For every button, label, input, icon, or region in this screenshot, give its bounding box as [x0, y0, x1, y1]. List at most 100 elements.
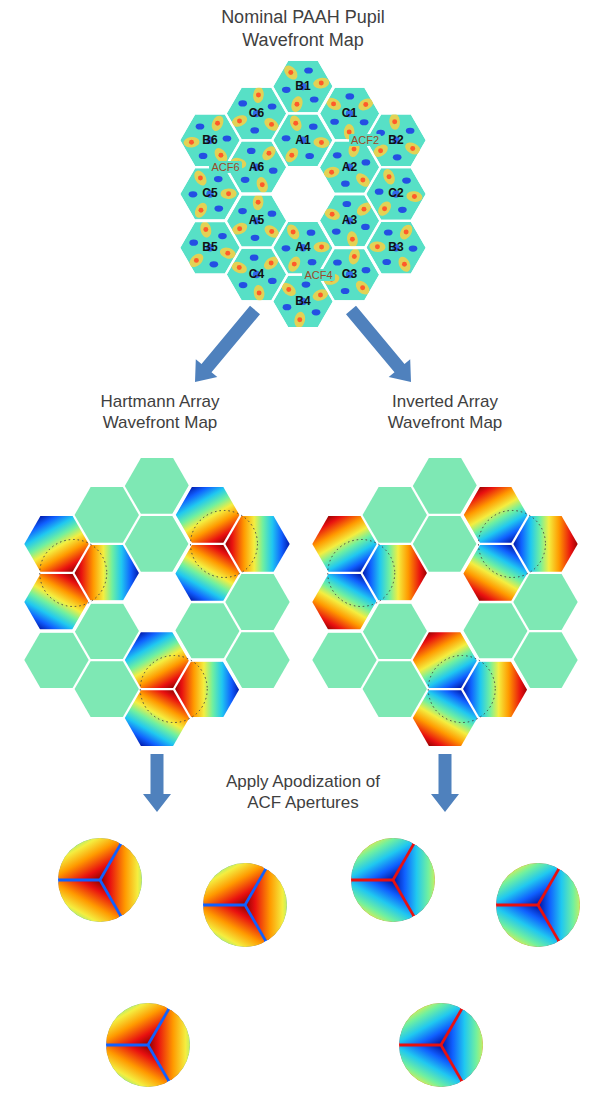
wavefront-peak	[194, 258, 199, 263]
apodized-aperture	[380, 974, 523, 1116]
apodized-aperture	[477, 834, 601, 976]
wavefront-low	[307, 230, 316, 236]
wavefront-high	[192, 201, 209, 220]
wavefront-low	[361, 224, 370, 230]
aperture-segment	[184, 906, 265, 976]
wavefront-peak	[363, 102, 368, 107]
wavefront-low	[250, 255, 259, 261]
wavefront-high	[406, 190, 423, 203]
segment-base	[366, 168, 425, 219]
wavefront-low	[238, 100, 247, 106]
segment-wavefront	[180, 114, 239, 166]
support-strut	[319, 221, 411, 292]
wavefront-low	[239, 282, 248, 288]
wavefront-high	[220, 188, 236, 199]
wavefront-low	[282, 245, 291, 251]
wavefront-high	[230, 221, 249, 237]
wavefront-high	[230, 260, 249, 276]
wavefront-high	[286, 255, 303, 274]
mirror-segment	[513, 516, 577, 572]
wavefront-high	[288, 114, 304, 133]
wavefront-low	[209, 261, 218, 267]
wavefront-high	[230, 113, 249, 129]
wavefront-peak	[361, 207, 366, 212]
mirror-segment	[513, 574, 577, 630]
apodized-aperture	[184, 834, 327, 976]
wavefront-low	[310, 96, 319, 102]
wavefront-low	[282, 87, 291, 93]
wavefront-high	[284, 222, 301, 241]
hartmann-map	[7, 448, 290, 746]
segment-label: B1	[295, 80, 310, 93]
wavefront-peak	[412, 194, 417, 199]
wavefront-low	[332, 228, 341, 234]
wavefront-low	[247, 148, 256, 154]
wavefront-low	[382, 259, 391, 265]
wavefront-low	[268, 103, 277, 109]
wavefront-peak	[318, 293, 323, 298]
support-strut	[164, 194, 272, 238]
mirror-segment	[225, 574, 289, 630]
wavefront-peak	[297, 317, 302, 322]
wavefront-low	[196, 123, 205, 129]
support-strut	[462, 631, 562, 708]
wavefront-peak	[319, 81, 324, 86]
segment-label: A4	[295, 241, 310, 254]
wavefront-high	[346, 230, 359, 248]
mirror-segment	[75, 661, 139, 717]
wavefront-low	[341, 288, 350, 294]
acf-label: ACF6	[209, 161, 241, 173]
wavefront-peak	[226, 191, 231, 196]
support-strut	[7, 602, 123, 650]
wavefront-peak	[266, 151, 271, 156]
flow-arrow	[143, 754, 171, 812]
wavefront-high	[369, 241, 386, 252]
segment-label: B5	[202, 241, 217, 254]
mirror-segment	[363, 661, 427, 717]
inverted-map	[295, 448, 578, 746]
wavefront-peak	[375, 244, 380, 249]
wavefront-high	[253, 284, 266, 301]
flow-arrow	[195, 306, 260, 382]
wavefront-high	[396, 255, 413, 274]
wavefront-low	[214, 206, 223, 212]
mirror-segment	[413, 690, 477, 746]
wavefront-peak	[293, 121, 298, 126]
wavefront-low	[223, 135, 232, 141]
wavefront-low	[199, 153, 208, 159]
segment-wavefront	[366, 167, 425, 219]
wavefront-low	[218, 233, 227, 239]
wavefront-high	[219, 246, 237, 261]
wavefront-high	[255, 176, 270, 195]
wavefront-peak	[387, 174, 392, 179]
segment-label: B4	[295, 295, 310, 308]
aperture-segment	[477, 906, 558, 976]
wavefront-low	[283, 304, 292, 310]
acf-label: ACF2	[349, 134, 381, 146]
wavefront-peak	[378, 148, 383, 153]
wavefront-peak	[256, 92, 261, 97]
wavefront-peak	[352, 254, 357, 259]
wavefront-low	[268, 278, 277, 284]
wavefront-low	[384, 229, 393, 235]
support-strut	[174, 631, 274, 708]
segment-wavefront	[227, 86, 286, 139]
step-note: Apply Apodization of ACF Apertures	[224, 772, 382, 813]
mirror-segment	[225, 516, 289, 572]
segment-label: C2	[388, 187, 403, 200]
wavefront-low	[406, 128, 415, 134]
wavefront-low	[250, 127, 259, 133]
acf-aperture-outline	[140, 656, 207, 723]
segment-wavefront	[273, 276, 332, 329]
apodized-aperture	[87, 974, 230, 1116]
wavefront-low	[238, 208, 247, 214]
wavefront-peak	[189, 140, 194, 145]
wavefront-peak	[350, 237, 355, 242]
segment-label: A3	[342, 214, 357, 227]
wavefront-low	[398, 207, 407, 213]
mirror-segment	[75, 545, 139, 601]
wavefront-low	[189, 240, 198, 246]
segment-wavefront	[227, 249, 286, 302]
wavefront-low	[268, 211, 277, 217]
aperture-segment	[395, 845, 476, 915]
